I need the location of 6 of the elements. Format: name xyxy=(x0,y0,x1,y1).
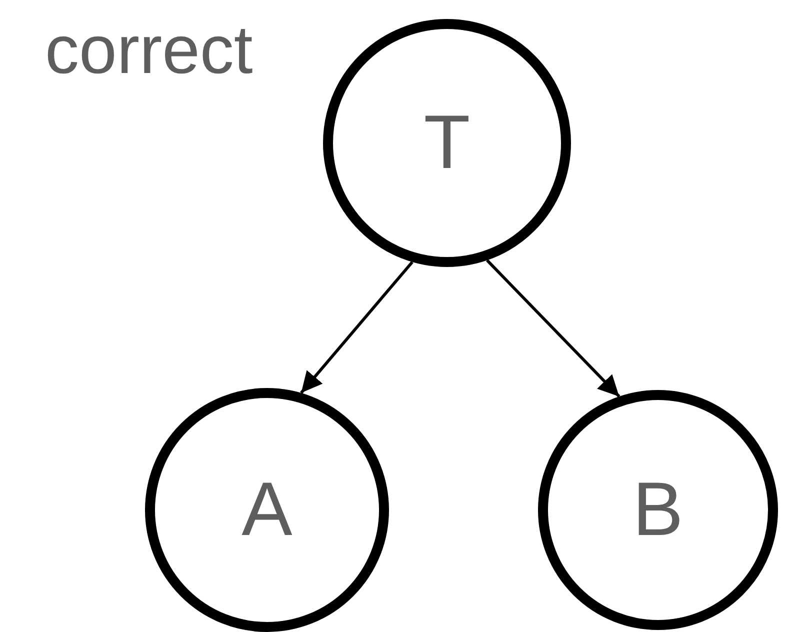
node-label: T xyxy=(424,105,470,181)
arrow xyxy=(300,261,414,394)
node-label: A xyxy=(242,472,292,548)
node-label: B xyxy=(632,472,684,548)
arrow xyxy=(486,259,620,398)
caption-text: correct xyxy=(45,16,253,84)
